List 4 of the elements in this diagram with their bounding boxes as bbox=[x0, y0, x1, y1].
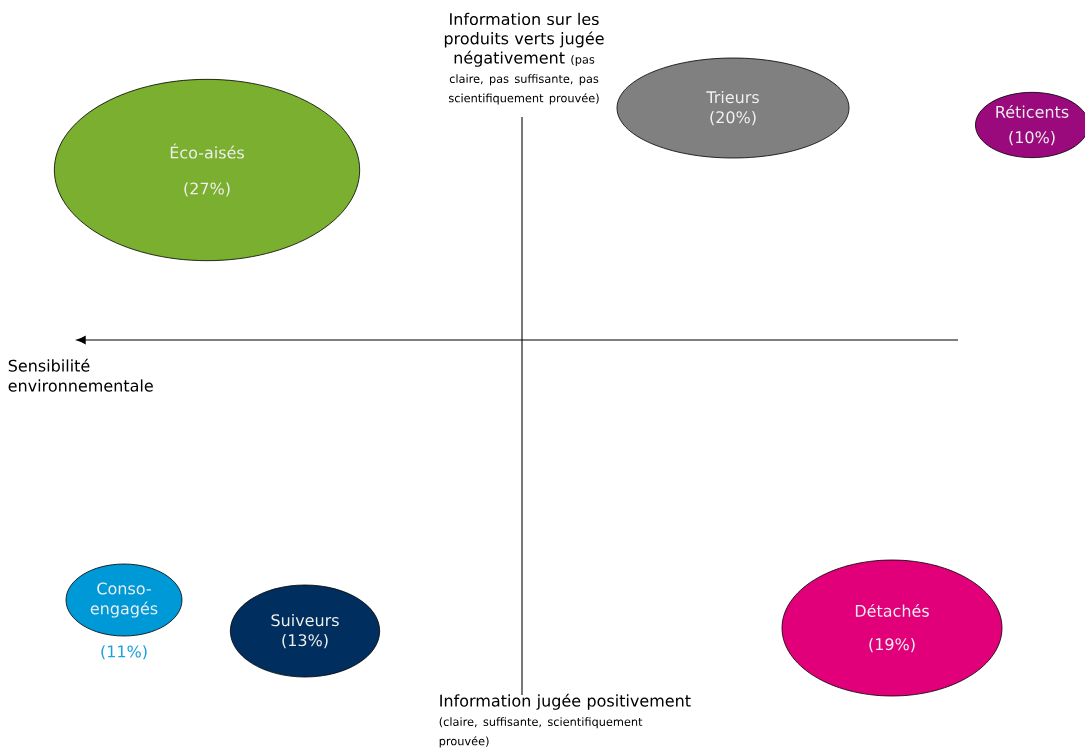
axis-label: Sensibilité environnementale bbox=[8, 358, 153, 392]
axis-label: Information jugée positivement (claire, suffisante, scientifiquement prouvée) bbox=[439, 693, 691, 748]
axis-label: Information sur les produits verts jugée négativement (pas claire, pas suffisante, pas scientifiquement prouvée) bbox=[444, 12, 604, 105]
percentage-label: (11%) bbox=[101, 645, 147, 660]
